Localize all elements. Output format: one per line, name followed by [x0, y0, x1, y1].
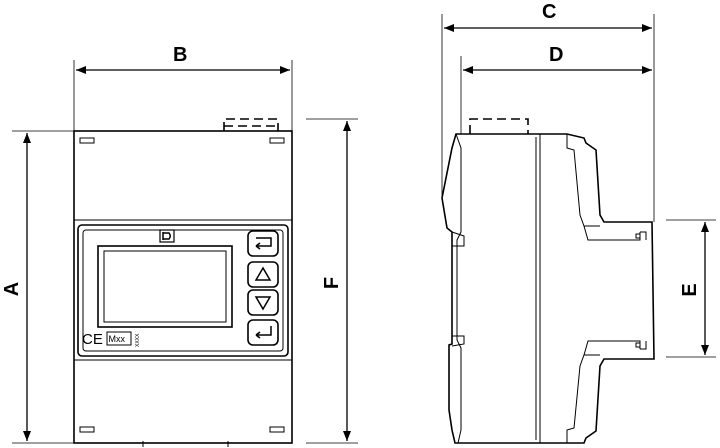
ce-mark: CE [82, 331, 103, 348]
corner-slot [269, 426, 285, 433]
down-button[interactable] [247, 289, 279, 316]
dimension-label-b: B [173, 44, 187, 66]
back-button[interactable] [247, 230, 279, 257]
back-arrow-icon [255, 237, 272, 250]
bottom-connector [142, 441, 229, 447]
mid-mark-box [106, 331, 132, 346]
corner-slot [79, 137, 95, 144]
dimension-label-a: A [1, 282, 23, 296]
up-button[interactable] [247, 261, 279, 288]
brand-logo-icon [159, 229, 175, 243]
lcd-display [97, 245, 233, 328]
dimension-d: D [460, 44, 652, 134]
dimension-b: B [73, 44, 293, 131]
dimension-label-e: E [679, 283, 701, 296]
dimension-a: A [1, 130, 74, 444]
front-housing [73, 130, 293, 444]
dimension-c: C [441, 1, 655, 222]
dimension-label-d: D [549, 44, 563, 66]
down-arrow-icon [254, 296, 272, 311]
up-arrow-icon [254, 266, 272, 281]
side-housing [441, 133, 655, 444]
corner-slot [269, 137, 285, 144]
top-connector-hidden [223, 118, 279, 131]
enter-arrow-icon [255, 326, 272, 339]
dimension-e: E [666, 219, 716, 358]
front-panel [77, 224, 289, 357]
serial-mark: XXXX [135, 333, 141, 347]
dimension-label-c: C [542, 1, 556, 23]
enter-button[interactable] [247, 319, 279, 346]
front-view: CE Mxx XXXX [73, 118, 293, 447]
dimension-f: F [306, 118, 358, 444]
corner-slot [79, 426, 95, 433]
dimension-label-f: F [321, 277, 343, 289]
mid-mark: Mxx [109, 334, 126, 344]
side-view [441, 118, 655, 444]
